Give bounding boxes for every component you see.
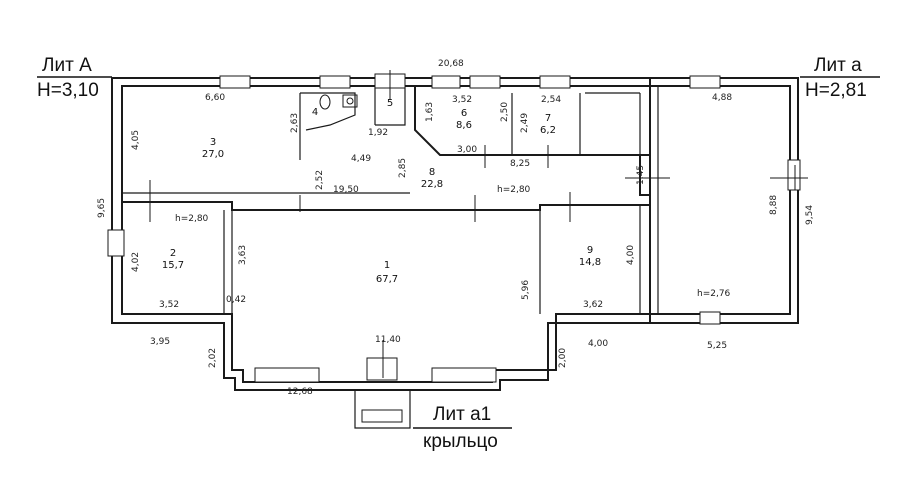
window — [469, 75, 501, 89]
dim-room1-offset: 0,42 — [226, 295, 246, 305]
dim-corridor-mid: 2,85 — [398, 158, 408, 178]
window — [539, 75, 571, 89]
dim-corridor-seg: 3,00 — [457, 145, 477, 155]
dim-room9-height: 4,00 — [626, 245, 636, 265]
dim-room3-height: 4,05 — [131, 130, 141, 150]
dim-left-step: 2,02 — [208, 348, 218, 368]
lit-a-small-label: Лит а — [814, 55, 862, 76]
dim-room1-right: 5,96 — [521, 280, 531, 300]
dim-hall-width: 4,49 — [351, 154, 371, 164]
room-number: 4 — [312, 107, 318, 118]
height-annex-label: H=2,81 — [805, 80, 867, 101]
dim-corridor-length: 19,50 — [333, 185, 359, 195]
dim-corridor-right: 8,25 — [510, 159, 530, 169]
sanitary-fixtures — [319, 94, 358, 110]
door-marks — [149, 70, 808, 378]
sink-icon — [342, 94, 358, 108]
window — [254, 367, 320, 383]
window — [689, 75, 721, 89]
porch-label: крыльцо — [423, 431, 498, 452]
dim-annex-width: 4,88 — [712, 93, 732, 103]
dim-bottom-length: 12,68 — [287, 387, 313, 397]
room-area: 8,6 — [456, 120, 472, 131]
room-number: 2 — [170, 248, 176, 259]
room-number: 8 — [429, 167, 435, 178]
dim-room6-height: 1,63 — [425, 102, 435, 122]
dim-room9-width: 3,62 — [583, 300, 603, 310]
window — [787, 159, 801, 191]
entrance-door — [366, 357, 398, 381]
room-number: 9 — [587, 245, 593, 256]
dim-corridor-width: 2,52 — [315, 170, 325, 190]
porch — [354, 390, 411, 429]
lit-a1-label-group: Лит а1 крыльцо — [413, 404, 512, 452]
room-number: 5 — [387, 98, 393, 109]
toilet-icon — [319, 94, 331, 110]
dim-annex-height: 8,88 — [769, 195, 779, 215]
outer-walls — [111, 77, 799, 391]
window — [107, 229, 125, 257]
room-number: 3 — [210, 137, 216, 148]
room-area: 22,8 — [421, 179, 443, 190]
dim-room4-height: 2,63 — [290, 113, 300, 133]
dim-room6-width: 3,52 — [452, 95, 472, 105]
room-area: 14,8 — [579, 257, 601, 268]
window — [431, 367, 497, 383]
vertical-dimension-labels: 4,05 2,63 1,63 2,50 2,49 8,88 9,54 9,65 … — [97, 102, 815, 368]
room-area: 6,2 — [540, 125, 556, 136]
windows — [107, 73, 801, 383]
lit-a-label: Лит А — [42, 55, 92, 76]
dim-room6-inner: 2,50 — [500, 102, 510, 122]
height-main-label: H=3,10 — [37, 80, 99, 101]
dim-room2-height: 4,02 — [131, 252, 141, 272]
room-area: 27,0 — [202, 149, 224, 160]
window — [699, 311, 721, 325]
room-area: 15,7 — [162, 260, 184, 271]
room-number: 7 — [545, 113, 551, 124]
window — [219, 75, 251, 89]
room-area: 67,7 — [376, 274, 398, 285]
dim-room5-width: 1,92 — [368, 128, 388, 138]
room2-height: h=2,80 — [175, 214, 209, 224]
dim-right-bottom: 4,00 — [588, 339, 608, 349]
dim-room2-width: 3,52 — [159, 300, 179, 310]
room-number: 1 — [384, 260, 390, 271]
lit-a-label-group: Лит А H=3,10 — [37, 55, 112, 101]
dim-annex-bottom: 5,25 — [707, 341, 727, 351]
dim-left-bottom: 3,95 — [150, 337, 170, 347]
dim-room1-width: 11,40 — [375, 335, 401, 345]
lit-a1-label: Лит а1 — [433, 404, 491, 425]
dim-total-length: 20,68 — [438, 59, 464, 69]
dim-room1-left: 3,63 — [238, 245, 248, 265]
corridor-height: h=2,80 — [497, 185, 531, 195]
porch-step — [361, 409, 403, 423]
dim-main-total-height: 9,65 — [97, 198, 107, 218]
window — [319, 75, 351, 89]
room-labels: 1 67,7 2 15,7 3 27,0 4 5 6 8,6 7 6,2 8 2… — [162, 98, 601, 285]
dim-annex-total-height: 9,54 — [805, 205, 815, 225]
height-labels: h=2,80 h=2,80 h=2,76 — [175, 185, 731, 299]
dim-corridor-end: 1,45 — [636, 165, 646, 185]
window — [431, 75, 461, 89]
dimension-labels: 20,68 6,60 1,92 3,52 2,54 4,88 4,49 3,00… — [150, 59, 732, 397]
dim-room7-height: 2,49 — [520, 113, 530, 133]
annex-height: h=2,76 — [697, 289, 731, 299]
dim-room7-width: 2,54 — [541, 95, 561, 105]
lit-a-small-label-group: Лит а H=2,81 — [800, 55, 880, 101]
dim-right-step: 2,00 — [558, 348, 568, 368]
interior-walls — [122, 78, 659, 323]
dim-room3-width: 6,60 — [205, 93, 225, 103]
room-number: 6 — [461, 108, 467, 119]
